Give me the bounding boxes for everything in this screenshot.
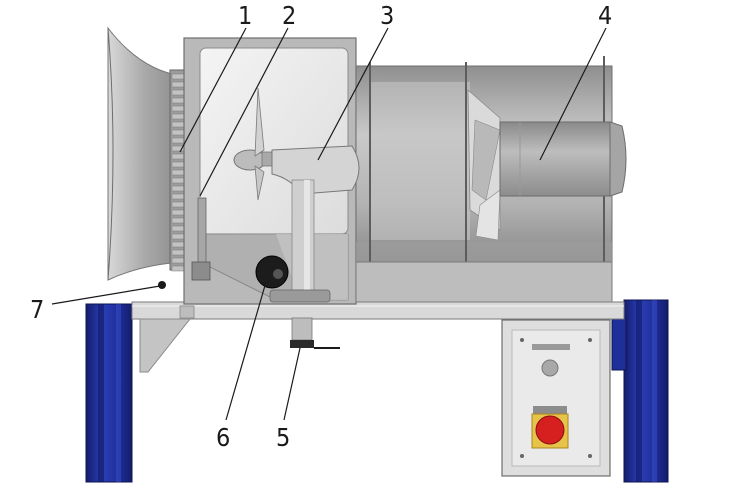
base-plate xyxy=(131,301,625,373)
leader-line-7 xyxy=(51,285,161,305)
pitot-probe xyxy=(191,197,211,281)
callout-4: 4 xyxy=(598,1,612,30)
balance-nacelle xyxy=(269,145,360,303)
adjustment-knob xyxy=(255,255,289,289)
fan-motor xyxy=(499,121,627,197)
callout-labels: 1 2 3 4 5 6 7 xyxy=(30,1,612,452)
fan-rotor xyxy=(467,89,501,241)
leader-lines xyxy=(51,27,607,421)
leader-line-5 xyxy=(283,347,301,421)
leader-line-6 xyxy=(225,281,267,421)
right-support-leg xyxy=(611,299,669,483)
callout-1: 1 xyxy=(238,1,252,30)
leader-dot-7 xyxy=(158,281,166,289)
callout-7: 7 xyxy=(30,295,44,324)
callout-6: 6 xyxy=(216,423,230,452)
callout-2: 2 xyxy=(282,1,296,30)
callout-5: 5 xyxy=(276,423,290,452)
control-box xyxy=(501,319,611,477)
leader-line-3 xyxy=(317,27,389,161)
left-support-leg xyxy=(85,303,133,483)
leader-line-1 xyxy=(179,27,247,153)
load-cell xyxy=(290,317,340,349)
inlet-nozzle xyxy=(107,26,183,281)
leader-line-2 xyxy=(199,27,289,197)
callout-3: 3 xyxy=(380,1,394,30)
leader-line-4 xyxy=(539,27,607,161)
